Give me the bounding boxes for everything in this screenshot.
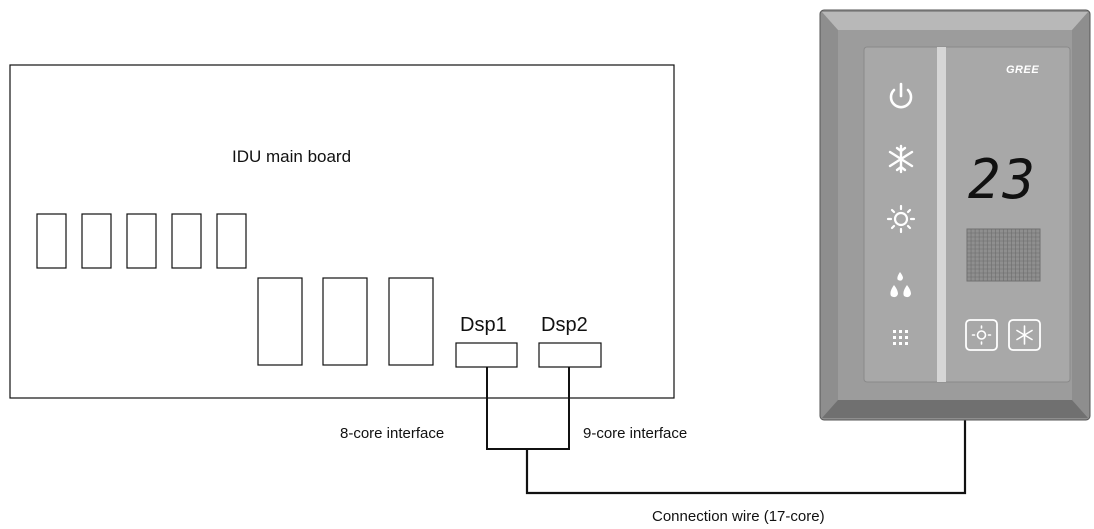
wire-17-core: [525, 420, 967, 495]
snowflake-button-icon[interactable]: [1008, 319, 1041, 351]
interface-8-core-label: 8-core interface: [340, 425, 445, 442]
board-connector: [126, 213, 157, 269]
snowflake-icon: [888, 144, 914, 174]
board-title: IDU main board: [232, 147, 352, 166]
dsp1-label: Dsp1: [460, 314, 507, 336]
panel-divider: [937, 47, 946, 382]
board-large-connector: [322, 277, 368, 366]
sun-icon: [886, 204, 916, 234]
brand-logo: GREE: [1006, 64, 1040, 76]
droplets-icon: [890, 272, 911, 298]
board-connector: [81, 213, 112, 269]
interface-9-core-label: 9-core interface: [583, 425, 688, 442]
connection-wire-label: Connection wire (17-core): [652, 508, 825, 525]
board-large-connector: [257, 277, 303, 366]
dsp1-port: [455, 342, 518, 368]
controller-panel: [863, 46, 1071, 383]
board-large-connector: [388, 277, 434, 366]
fan-speed-mesh: [966, 228, 1041, 282]
dsp2-port: [538, 342, 602, 368]
temperature-display: 23: [968, 148, 1038, 211]
board-connector: [171, 213, 202, 269]
dot-grid-icon: [893, 330, 908, 345]
controller-bevel: [822, 400, 1088, 418]
dsp2-label: Dsp2: [541, 314, 588, 336]
board-connector: [36, 213, 67, 269]
sun-button-icon[interactable]: [965, 319, 998, 351]
controller-bevel: [822, 12, 1088, 30]
board-connector: [216, 213, 247, 269]
power-icon: [889, 82, 913, 109]
